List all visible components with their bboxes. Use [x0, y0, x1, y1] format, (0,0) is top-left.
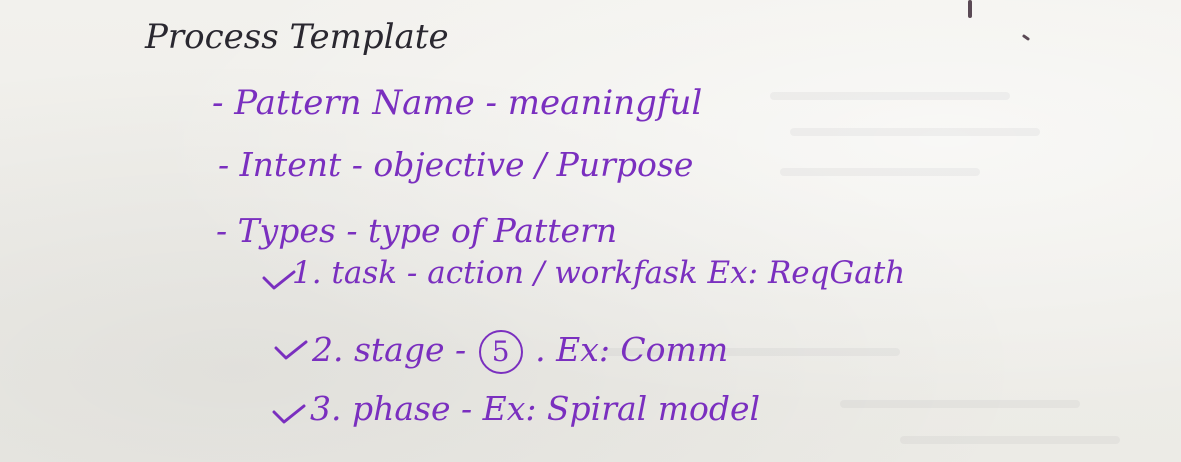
check-icon [262, 270, 296, 290]
bleed-through-line [900, 436, 1120, 444]
bleed-through-line [790, 128, 1040, 136]
stage-example: . Ex: Comm [535, 330, 729, 369]
bleed-through-line [770, 92, 1010, 100]
bleed-through-line [780, 168, 980, 176]
bleed-through-line [600, 348, 900, 356]
pen-mark [968, 0, 972, 18]
bleed-through-line [840, 400, 1080, 408]
list-item-types: - Types - type of Pattern [216, 211, 618, 250]
sub-item-phase: 3. phase - Ex: Spiral model [310, 389, 761, 428]
page-title: Process Template [145, 17, 449, 57]
stage-label: 2. stage - [312, 330, 467, 369]
pen-mark [1021, 33, 1031, 42]
sub-item-task: 1. task - action / workfask Ex: ReqGath [292, 255, 906, 291]
check-icon [272, 404, 306, 424]
list-item-pattern-name: - Pattern Name - meaningful [212, 83, 703, 123]
sub-item-stage: 2. stage - 5 . Ex: Comm [312, 330, 728, 374]
check-icon [274, 340, 308, 360]
circled-number: 5 [478, 330, 523, 374]
list-item-intent: - Intent - objective / Purpose [218, 145, 694, 184]
